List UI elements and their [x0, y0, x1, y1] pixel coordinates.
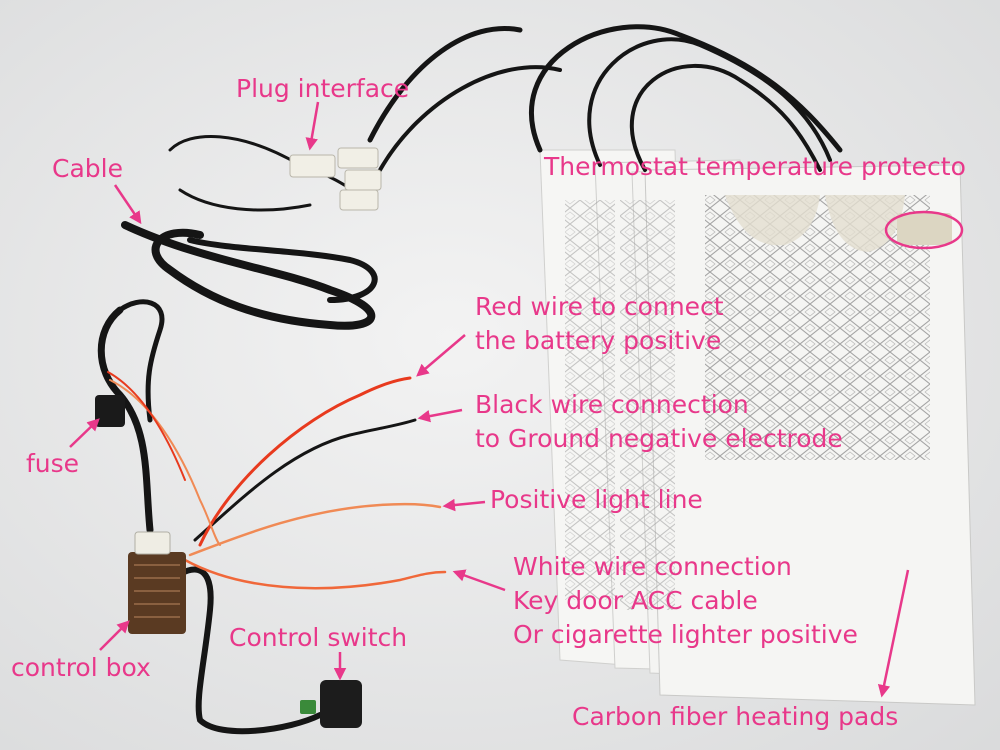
label-plug-interface: Plug interface	[236, 72, 409, 106]
arrow-red-wire	[416, 334, 466, 377]
pad-cable-2	[587, 37, 832, 167]
main-harness	[367, 26, 523, 143]
label-control-switch: Control switch	[229, 621, 407, 655]
label-red-wire: Red wire to connect the battery positive	[475, 290, 724, 358]
thermostat-sensor	[897, 213, 952, 245]
red-wire-2	[107, 371, 186, 481]
label-cable: Cable	[52, 152, 123, 186]
pad-cable-1	[529, 24, 843, 153]
label-control-box-text: control box	[11, 653, 151, 682]
arrow-white-wire	[452, 569, 506, 592]
arrow-control-box	[99, 620, 130, 651]
label-heating-pads-text: Carbon fiber heating pads	[572, 702, 899, 731]
label-fuse-text: fuse	[26, 449, 80, 478]
heating-element-2	[620, 200, 675, 610]
arrow-heating-pads	[877, 569, 910, 698]
orange-wire-2	[183, 558, 447, 590]
label-white-wire-line-1: White wire connection	[513, 552, 792, 581]
label-thermostat: Thermostat temperature protecto	[544, 150, 966, 184]
heating-element-1	[565, 200, 615, 600]
label-plug-interface-text: Plug interface	[236, 74, 410, 103]
red-wire	[198, 376, 412, 547]
black-wire	[193, 418, 417, 542]
label-positive-light-text: Positive light line	[490, 485, 703, 514]
switch-clip	[300, 700, 316, 714]
control-switch	[320, 680, 362, 728]
orange-wire-1	[188, 502, 442, 557]
harness-top-loop	[117, 299, 165, 423]
switch-cable	[157, 566, 323, 735]
fuse-holder	[95, 395, 125, 427]
foil-tab-2	[825, 195, 905, 252]
label-positive-light: Positive light line	[490, 483, 703, 517]
orange-wire-3	[109, 379, 221, 546]
main-harness-2	[378, 65, 562, 172]
black-cables	[97, 24, 843, 735]
harness-loop-2	[187, 237, 378, 303]
label-thermostat-text: Thermostat temperature protecto	[544, 152, 966, 181]
foil-tab-1	[725, 195, 820, 246]
label-white-wire-line-2: Key door ACC cable	[513, 586, 758, 615]
label-fuse: fuse	[26, 447, 79, 481]
arrow-fuse	[69, 418, 100, 448]
pad-cable-3	[630, 63, 822, 172]
control-box	[128, 552, 186, 634]
harness-loop	[121, 221, 376, 330]
control-box-ribs	[134, 564, 180, 618]
connectors	[95, 147, 382, 728]
label-black-wire-line-2: to Ground negative electrode	[475, 424, 843, 453]
arrow-black-wire	[417, 408, 463, 423]
label-red-wire-line-1: Red wire to connect	[475, 292, 724, 321]
annotation-arrows	[69, 101, 964, 698]
plug-connector-3	[344, 169, 382, 191]
plug-connector-2	[337, 147, 379, 169]
label-red-wire-line-2: the battery positive	[475, 326, 722, 355]
label-white-wire: White wire connection Key door ACC cable…	[513, 550, 858, 652]
control-box-plug	[134, 531, 171, 555]
arrow-plug-interface	[305, 101, 320, 151]
label-control-switch-text: Control switch	[229, 623, 408, 652]
label-white-wire-line-3: Or cigarette lighter positive	[513, 620, 858, 649]
label-cable-text: Cable	[52, 154, 123, 183]
colored-wires	[107, 371, 447, 590]
arrow-cable	[113, 184, 142, 225]
label-black-wire: Black wire connection to Ground negative…	[475, 388, 843, 456]
thermostat-circle	[884, 210, 964, 250]
plug-connector-1	[289, 154, 336, 178]
arrow-positive-light	[442, 498, 486, 512]
label-heating-pads: Carbon fiber heating pads	[572, 700, 898, 734]
label-black-wire-line-1: Black wire connection	[475, 390, 749, 419]
label-control-box: control box	[11, 651, 151, 685]
plug-connector-4	[339, 189, 379, 211]
